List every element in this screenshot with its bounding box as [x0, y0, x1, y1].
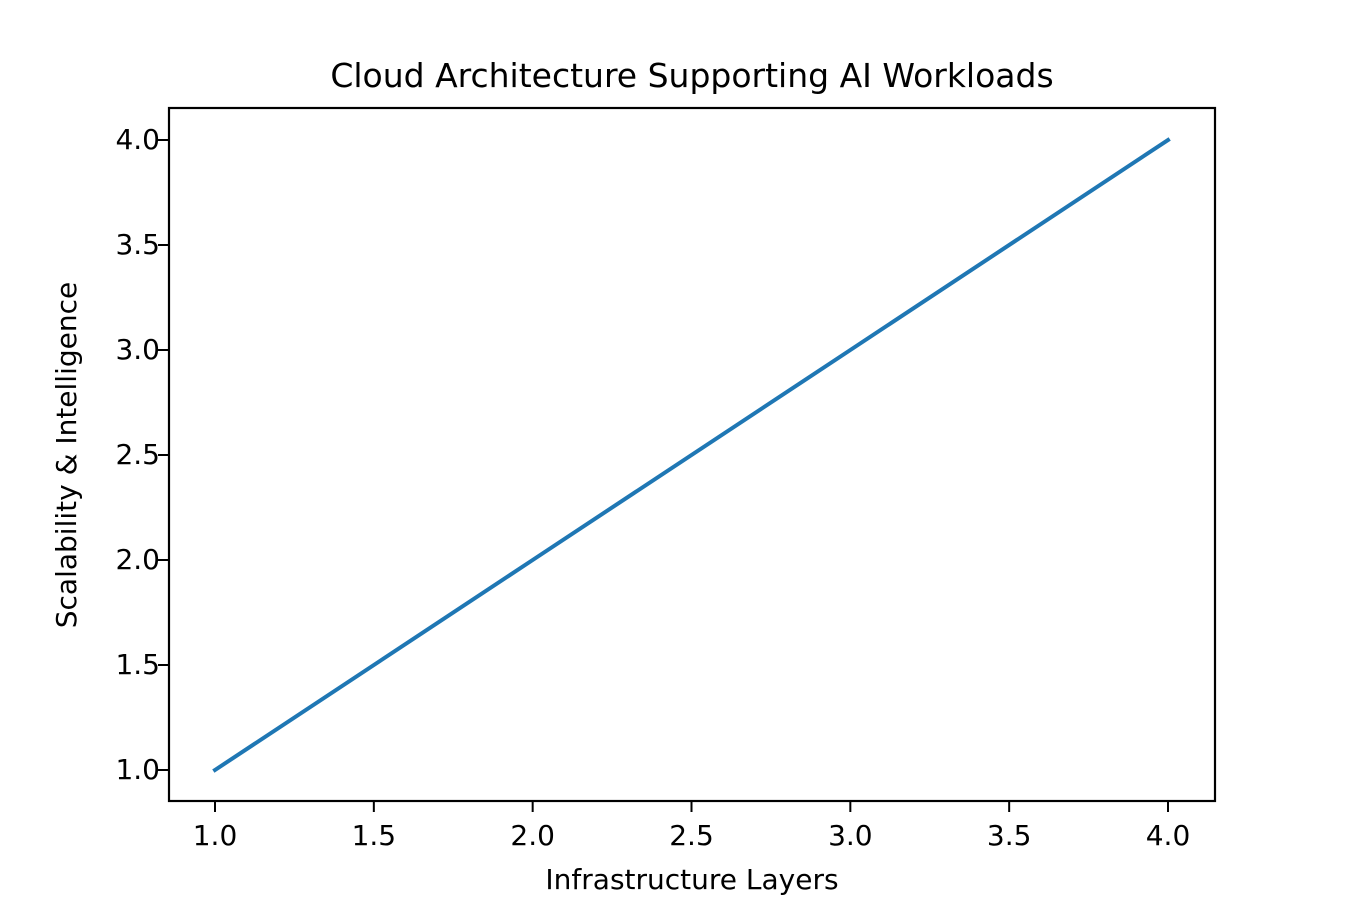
x-axis-ticks [214, 801, 1169, 812]
y-tick-label: 3.5 [115, 228, 160, 261]
x-tick-label: 4.0 [1145, 819, 1191, 852]
y-axis-label: Scalability & Intelligence [50, 281, 83, 629]
y-tick-label: 1.5 [115, 648, 160, 681]
x-tick-label: 2.0 [510, 819, 555, 852]
data-line-series [212, 137, 1171, 773]
x-axis-label: Infrastructure Layers [545, 863, 839, 896]
x-tick-label: 1.0 [192, 819, 238, 852]
y-tick-label: 1.0 [115, 753, 160, 786]
x-tick-label: 3.5 [986, 819, 1032, 852]
y-tick-label: 4.0 [115, 123, 160, 156]
x-tick-label: 3.0 [828, 819, 873, 852]
chart-title: Cloud Architecture Supporting AI Workloa… [330, 56, 1054, 95]
x-tick-label: 1.5 [351, 819, 397, 852]
y-axis-ticks [158, 139, 169, 771]
y-tick-label: 2.5 [115, 438, 160, 471]
y-tick-label: 3.0 [115, 333, 160, 366]
x-tick-label: 2.5 [669, 819, 714, 852]
y-tick-label: 2.0 [115, 543, 160, 576]
